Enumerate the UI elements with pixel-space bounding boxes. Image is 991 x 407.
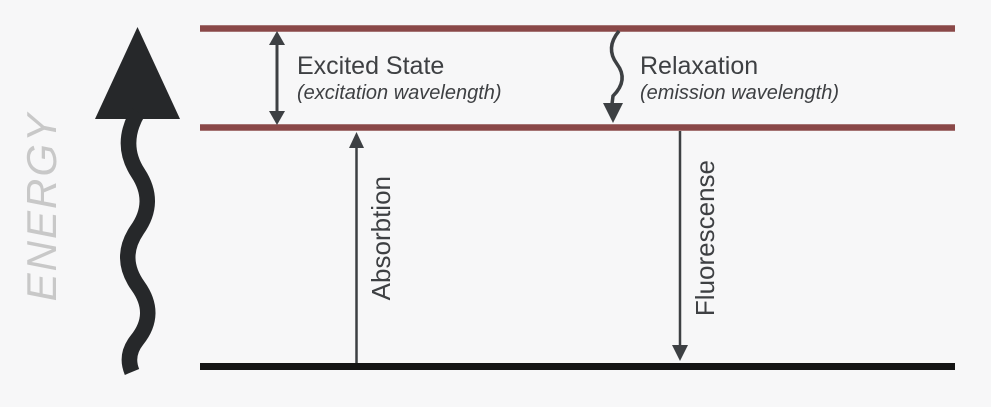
absorption-label: Absorbtion [366, 176, 396, 301]
relaxation-label: Relaxation [640, 52, 759, 80]
absorption-arrow-icon [349, 132, 364, 363]
fluorescence-label: Fluorescense [690, 160, 720, 317]
emission-wavelength-label: (emission wavelength) [640, 82, 839, 104]
excited-state-range-arrow-icon [269, 31, 285, 125]
excited-state-label: Excited State [297, 52, 445, 80]
excitation-wavelength-label: (excitation wavelength) [297, 82, 502, 104]
fluorescence-arrow-icon [672, 131, 688, 361]
energy-axis-label: ENERGY [18, 112, 65, 302]
relaxation-wavy-arrow-icon [603, 29, 624, 123]
energy-up-arrow-icon [95, 27, 180, 375]
